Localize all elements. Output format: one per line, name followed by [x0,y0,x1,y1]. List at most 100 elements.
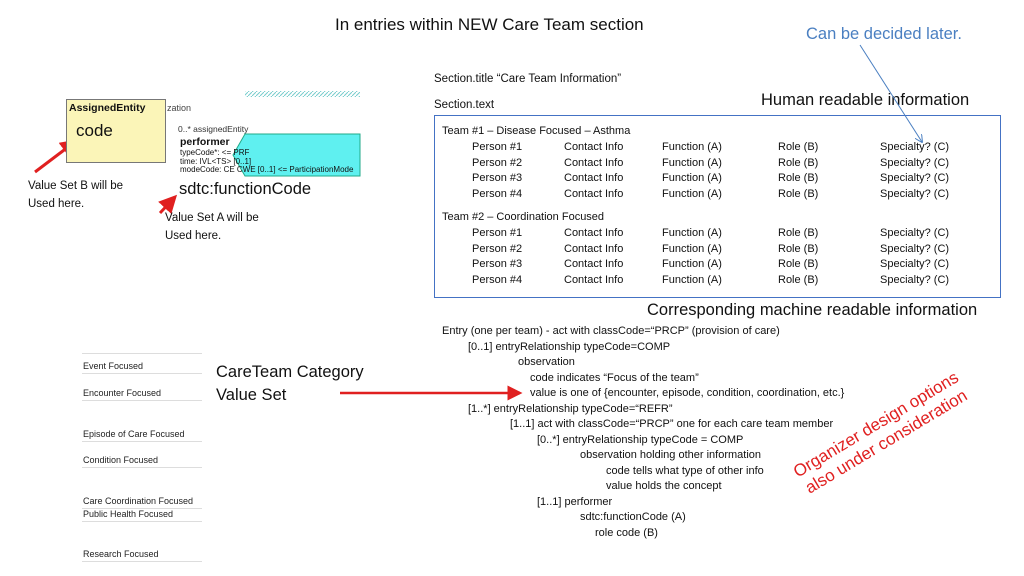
table-cell: Person #2 [472,242,523,255]
assigned-entity-relationship: 0..* assignedEntity [178,124,249,134]
section-text-label: Section.text [434,99,495,111]
table-cell: Specialty? (C) [880,187,950,200]
entry-line: [1..1] act with classCode=“PRCP” one for… [510,418,834,430]
row-divider [82,373,202,374]
arrow-to-function-code [158,194,178,215]
row-divider [82,521,202,522]
entry-line: sdtc:functionCode (A) [580,511,686,523]
assigned-entity-label: AssignedEntity [69,102,146,114]
table-cell: Person #4 [472,273,523,286]
value-set-item: Condition Focused [83,455,159,465]
value-set-item: Research Focused [83,549,159,559]
assigned-entity-class: AssignedEntity code [66,99,166,163]
section-title-label: Section.title “Care Team Information” [434,73,622,85]
performer-class-shape [232,133,361,177]
row-divider [82,400,202,401]
table-cell: Specialty? (C) [880,141,950,153]
entry-line: [1..*] entryRelationship typeCode=“REFR” [468,402,673,415]
table-cell: Specialty? (C) [880,273,950,286]
note-line: Used here. [165,230,222,242]
table-cell: Function (A) [662,187,722,200]
table-cell: Contact Info [564,187,624,200]
function-code-label: sdtc:functionCode [179,180,312,198]
table-cell: Specialty? (C) [880,156,950,169]
row-divider [82,353,202,354]
table-cell: Role (B) [778,273,819,286]
table-cell: Specialty? (C) [880,227,950,239]
table-cell: Specialty? (C) [880,172,950,184]
value-set-item: Encounter Focused [83,388,162,398]
table-cell: Function (A) [662,172,722,184]
note-line: Used here. [28,198,85,210]
entry-line: value is one of {encounter, episode, con… [530,387,845,399]
value-set-item: Public Health Focused [83,509,174,519]
entry-line: role code (B) [595,526,658,539]
organization-fragment: zation [167,103,192,113]
value-set-item: Care Coordination Focused [83,496,194,506]
table-cell: Role (B) [778,172,819,184]
entry-line: value holds the concept [606,480,722,492]
table-cell: Person #1 [472,141,523,153]
arrow-to-specialty [859,44,922,142]
row-divider [82,508,202,509]
table-cell: Specialty? (C) [880,242,950,255]
mode-code-attr: modeCode: CE CWE [0..1] <= Participation… [180,165,354,174]
table-cell: Role (B) [778,156,819,169]
table-cell: Role (B) [778,227,819,239]
value-set-a-note: Value Set A will be Used here. [165,209,259,245]
label-line: Value Set [216,386,287,404]
team-name: Team #2 – Coordination Focused [442,211,605,223]
type-code-attr: typeCode*: <= PRF [180,148,250,157]
table-cell: Person #3 [472,258,523,270]
entry-line: observation [518,356,575,368]
table-cell: Function (A) [662,258,722,270]
table-cell: Person #2 [472,156,523,169]
row-divider [82,467,202,468]
table-cell: Contact Info [564,141,624,153]
table-cell: Specialty? (C) [880,258,950,270]
performer-label: performer [180,136,230,148]
table-cell: Role (B) [778,242,819,255]
time-attr: time: IVL<TS> [0..1] [180,157,252,166]
entry-line: [0..1] entryRelationship typeCode=COMP [468,340,671,353]
table-cell: Contact Info [564,242,624,255]
table-cell: Person #3 [472,172,523,184]
table-cell: Contact Info [564,258,624,270]
team-name: Team #1 – Disease Focused – Asthma [442,125,631,137]
table-cell: Function (A) [662,227,722,239]
note-line: Value Set B will be [28,180,124,192]
table-cell: Contact Info [564,172,624,184]
table-cell: Role (B) [778,187,819,200]
section-text-box [434,115,1001,298]
table-cell: Person #1 [472,227,523,239]
label-line: CareTeam Category [216,363,364,381]
entry-line: [0..*] entryRelationship typeCode = COMP [537,433,744,446]
note-line: Value Set A will be [165,212,259,224]
table-cell: Role (B) [778,141,819,153]
entry-line: observation holding other information [580,449,762,461]
value-set-item: Event Focused [83,361,144,371]
row-divider [82,441,202,442]
decided-later-note: Can be decided later. [806,25,962,43]
table-cell: Function (A) [662,273,722,286]
slide-title: In entries within NEW Care Team section [335,15,644,34]
machine-readable-heading: Corresponding machine readable informati… [647,301,978,319]
table-cell: Person #4 [472,187,523,200]
table-cell: Contact Info [564,273,624,286]
human-readable-heading: Human readable information [761,91,970,109]
entry-line: code indicates “Focus of the team” [530,371,699,384]
table-cell: Contact Info [564,227,624,239]
code-label: code [76,121,113,140]
table-cell: Function (A) [662,141,722,153]
value-set-b-note: Value Set B will be Used here. [28,177,123,213]
table-cell: Role (B) [778,258,819,270]
entry-line: Entry (one per team) - act with classCod… [442,325,780,337]
table-cell: Function (A) [662,242,722,255]
table-cell: Contact Info [564,156,624,169]
hatched-class-band [245,91,360,97]
table-cell: Function (A) [662,156,722,169]
value-set-item: Episode of Care Focused [83,429,185,439]
